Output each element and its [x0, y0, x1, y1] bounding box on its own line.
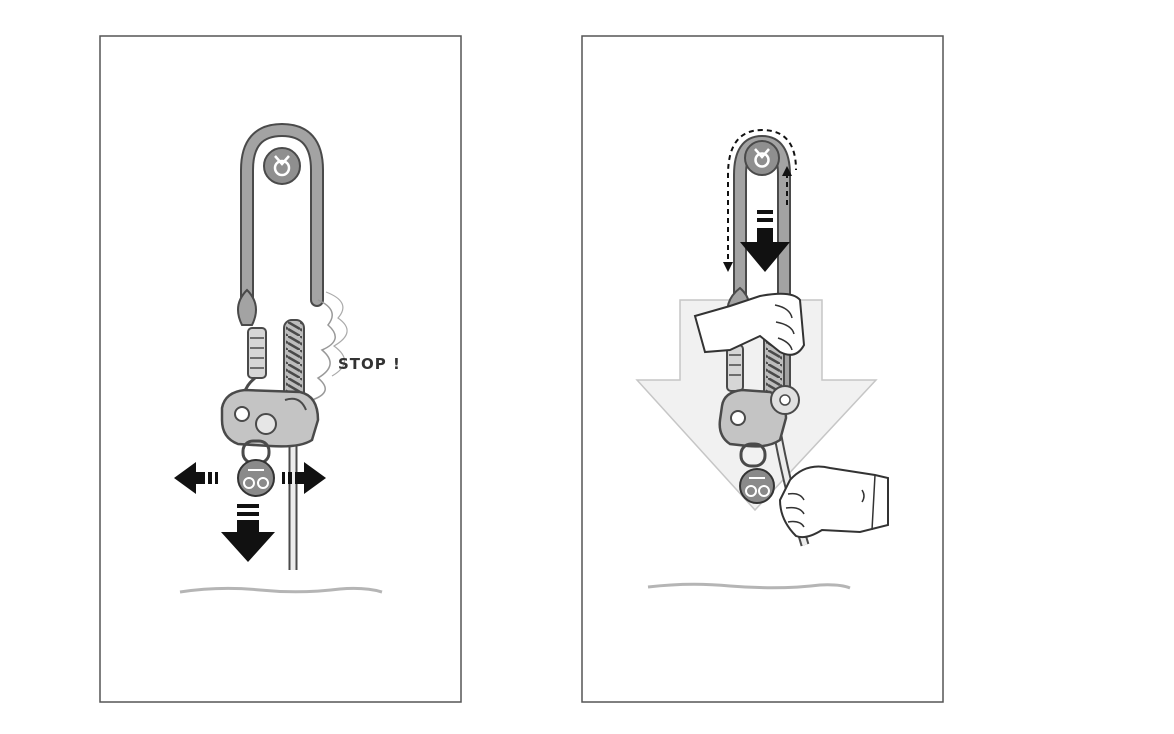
- hand-icon: [693, 292, 806, 356]
- force-arrow-icon: [174, 462, 326, 562]
- rescue-device-icon: [220, 388, 320, 448]
- hand-icon: [778, 465, 889, 539]
- rescue-device-icon: [718, 385, 800, 448]
- sewn-termination: [237, 288, 267, 406]
- rope-direction-arrows: [727, 128, 797, 268]
- carabiner-icon: [237, 439, 275, 497]
- anchor-rope-loop: [240, 122, 324, 317]
- right-panel: [581, 35, 944, 703]
- anchor-ring-icon: [744, 140, 780, 176]
- anchor-ring-icon: [263, 147, 301, 185]
- ground-line: [179, 586, 383, 594]
- stop-burst: [311, 291, 348, 401]
- stop-callout: STOP !: [338, 355, 401, 373]
- ground-line: [647, 582, 851, 590]
- force-arrow-icon: [740, 210, 790, 272]
- carabiner-icon: [739, 442, 775, 504]
- left-panel: STOP !: [99, 35, 462, 703]
